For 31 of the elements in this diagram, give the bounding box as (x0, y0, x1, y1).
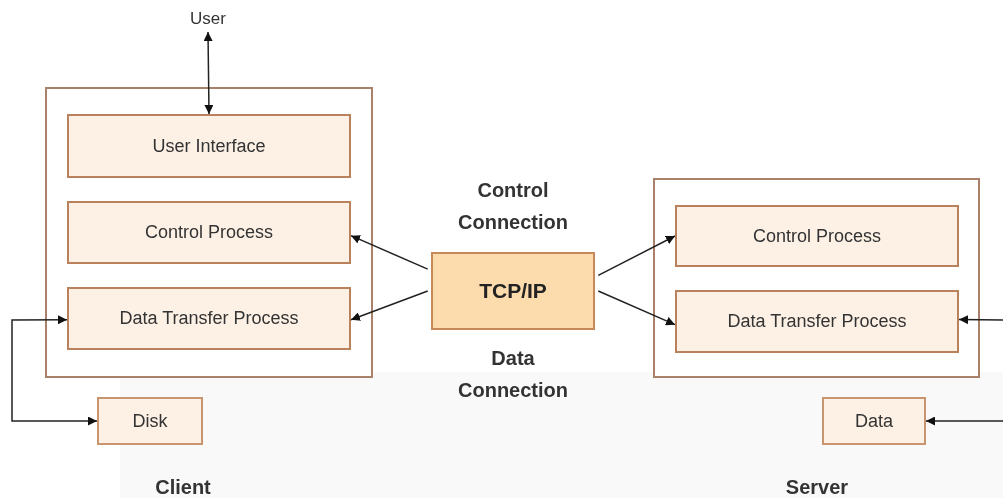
storage-box (822, 397, 926, 445)
node-label: Data Transfer Process (119, 307, 299, 330)
node-label: TCP/IP (479, 278, 547, 305)
user-label: User (180, 6, 236, 32)
node-label: Control Process (752, 224, 882, 248)
node-label: Control Process (144, 221, 274, 244)
arrow (203, 31, 214, 115)
connection-label: Control Connection (457, 178, 569, 235)
side-label: Client (154, 475, 212, 498)
node-label: User Interface (152, 134, 266, 158)
process-box (67, 114, 351, 178)
node-label: Data Transfer Process (727, 310, 907, 333)
arrow (958, 315, 1003, 325)
arrow (350, 234, 429, 270)
container-box (653, 178, 980, 378)
side-label: Server (784, 475, 850, 498)
protocol-box (431, 252, 595, 330)
arrow (925, 416, 1003, 426)
process-box (67, 201, 351, 264)
node-label: Disk (132, 409, 168, 433)
node-label: Data (855, 409, 893, 433)
process-box (675, 205, 959, 267)
storage-box (97, 397, 203, 445)
process-box (675, 290, 959, 353)
container-box (45, 87, 373, 378)
arrow (11, 315, 98, 426)
connection-label: Data Connection (457, 346, 569, 403)
process-box (67, 287, 351, 350)
arrow (597, 235, 676, 277)
arrow (350, 290, 429, 321)
arrow (597, 290, 676, 326)
